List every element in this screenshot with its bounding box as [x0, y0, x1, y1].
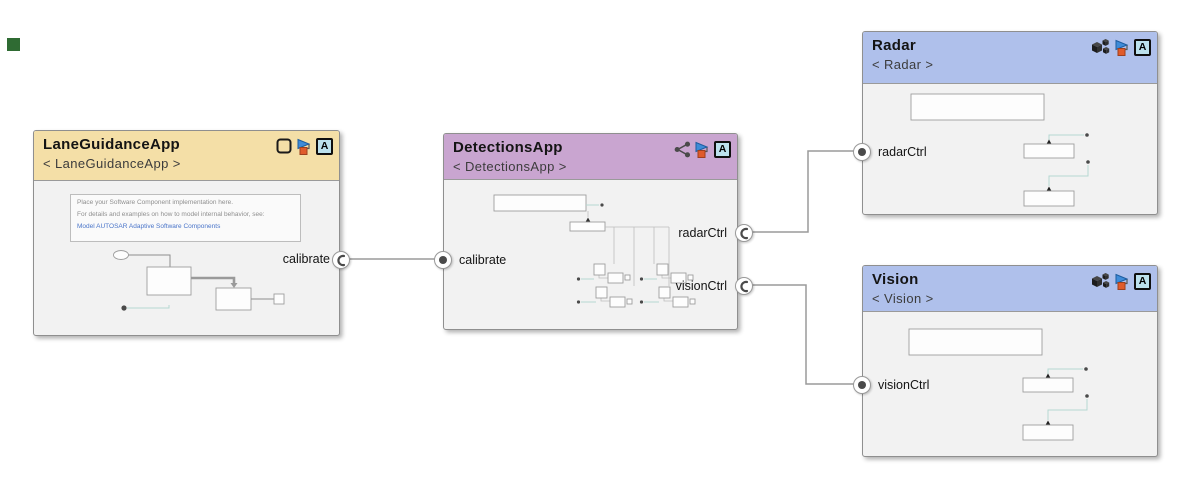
note-line-2: For details and examples on how to model…: [77, 210, 265, 218]
component-block-detectionsapp[interactable]: DetectionsApp < DetectionsApp > A: [434, 133, 753, 330]
port-label-calibrate: calibrate: [459, 253, 507, 267]
content-preview-thumbnail: [908, 328, 1089, 441]
port-label-visionctrl: visionCtrl: [675, 279, 727, 293]
client-port-icon: [739, 280, 748, 292]
block-subtitle: < Radar >: [872, 56, 934, 72]
component-block-radar[interactable]: Radar < Radar > A: [853, 31, 1158, 215]
model-reference-icon: [695, 141, 708, 158]
block-titles: DetectionsApp < DetectionsApp >: [453, 139, 567, 174]
block-title: DetectionsApp: [453, 139, 563, 156]
wire-radarctrl[interactable]: [743, 150, 861, 233]
block-title: Radar: [872, 37, 917, 54]
adaptive-autosar-badge: A: [714, 141, 731, 158]
header-icons: A: [1092, 37, 1151, 56]
component-frame-icon: [276, 138, 292, 154]
notes-annotation: Place your Software Component implementa…: [70, 194, 301, 242]
port-label-radarctrl: radarCtrl: [878, 145, 927, 159]
adaptive-autosar-badge: A: [1134, 39, 1151, 56]
component-block-laneguidanceapp[interactable]: LaneGuidanceApp < LaneGuidanceApp > A Pl…: [33, 130, 350, 336]
provider-port-dot: [858, 381, 866, 389]
content-preview-thumbnail: [910, 93, 1090, 207]
port-label-radarctrl: radarCtrl: [678, 226, 727, 240]
port-provider-calibrate[interactable]: [434, 251, 452, 269]
model-reference-icon: [1115, 39, 1128, 56]
port-label-calibrate: calibrate: [282, 252, 330, 266]
model-reference-icon: [1115, 273, 1128, 290]
block-titles: Radar < Radar >: [872, 37, 933, 72]
content-preview-thumbnail: [113, 250, 285, 311]
port-label-visionctrl: visionCtrl: [878, 378, 930, 392]
header-icons: A: [1092, 271, 1151, 290]
port-provider-radarctrl[interactable]: [853, 143, 871, 161]
port-client-radarctrl[interactable]: [735, 224, 753, 242]
block-title: Vision: [872, 271, 919, 288]
block-title: LaneGuidanceApp: [43, 136, 181, 153]
header-icons: A: [276, 136, 333, 155]
block-titles: LaneGuidanceApp < LaneGuidanceApp >: [43, 136, 181, 171]
block-header[interactable]: Radar < Radar > A: [863, 32, 1157, 84]
port-client-calibrate[interactable]: [332, 251, 350, 269]
library-cubes-icon: [1092, 273, 1110, 288]
block-titles: Vision < Vision >: [872, 271, 934, 306]
adaptive-autosar-badge: A: [316, 138, 333, 155]
adaptive-autosar-badge: A: [1134, 273, 1151, 290]
port-client-visionctrl[interactable]: [735, 277, 753, 295]
client-port-icon: [739, 227, 748, 239]
block-subtitle: < LaneGuidanceApp >: [43, 155, 181, 171]
provider-port-dot: [858, 148, 866, 156]
share-icon: [674, 141, 691, 158]
autosar-doc-link[interactable]: Model AUTOSAR Adaptive Software Componen…: [77, 222, 221, 230]
port-provider-visionctrl[interactable]: [853, 376, 871, 394]
annotation-green-square: [7, 38, 20, 51]
block-subtitle: < DetectionsApp >: [453, 158, 567, 174]
block-header[interactable]: DetectionsApp < DetectionsApp > A: [444, 134, 737, 180]
model-reference-icon: [297, 138, 310, 155]
library-cubes-icon: [1092, 39, 1110, 54]
block-header[interactable]: LaneGuidanceApp < LaneGuidanceApp > A: [34, 131, 339, 181]
client-port-icon: [336, 254, 345, 266]
provider-port-dot: [439, 256, 447, 264]
block-subtitle: < Vision >: [872, 290, 934, 306]
content-preview-thumbnail: [493, 194, 696, 308]
component-block-vision[interactable]: Vision < Vision > A: [853, 265, 1158, 457]
block-header[interactable]: Vision < Vision > A: [863, 266, 1157, 312]
note-line-1: Place your Software Component implementa…: [77, 199, 234, 206]
header-icons: A: [674, 139, 731, 158]
wire-visionctrl[interactable]: [743, 284, 861, 385]
